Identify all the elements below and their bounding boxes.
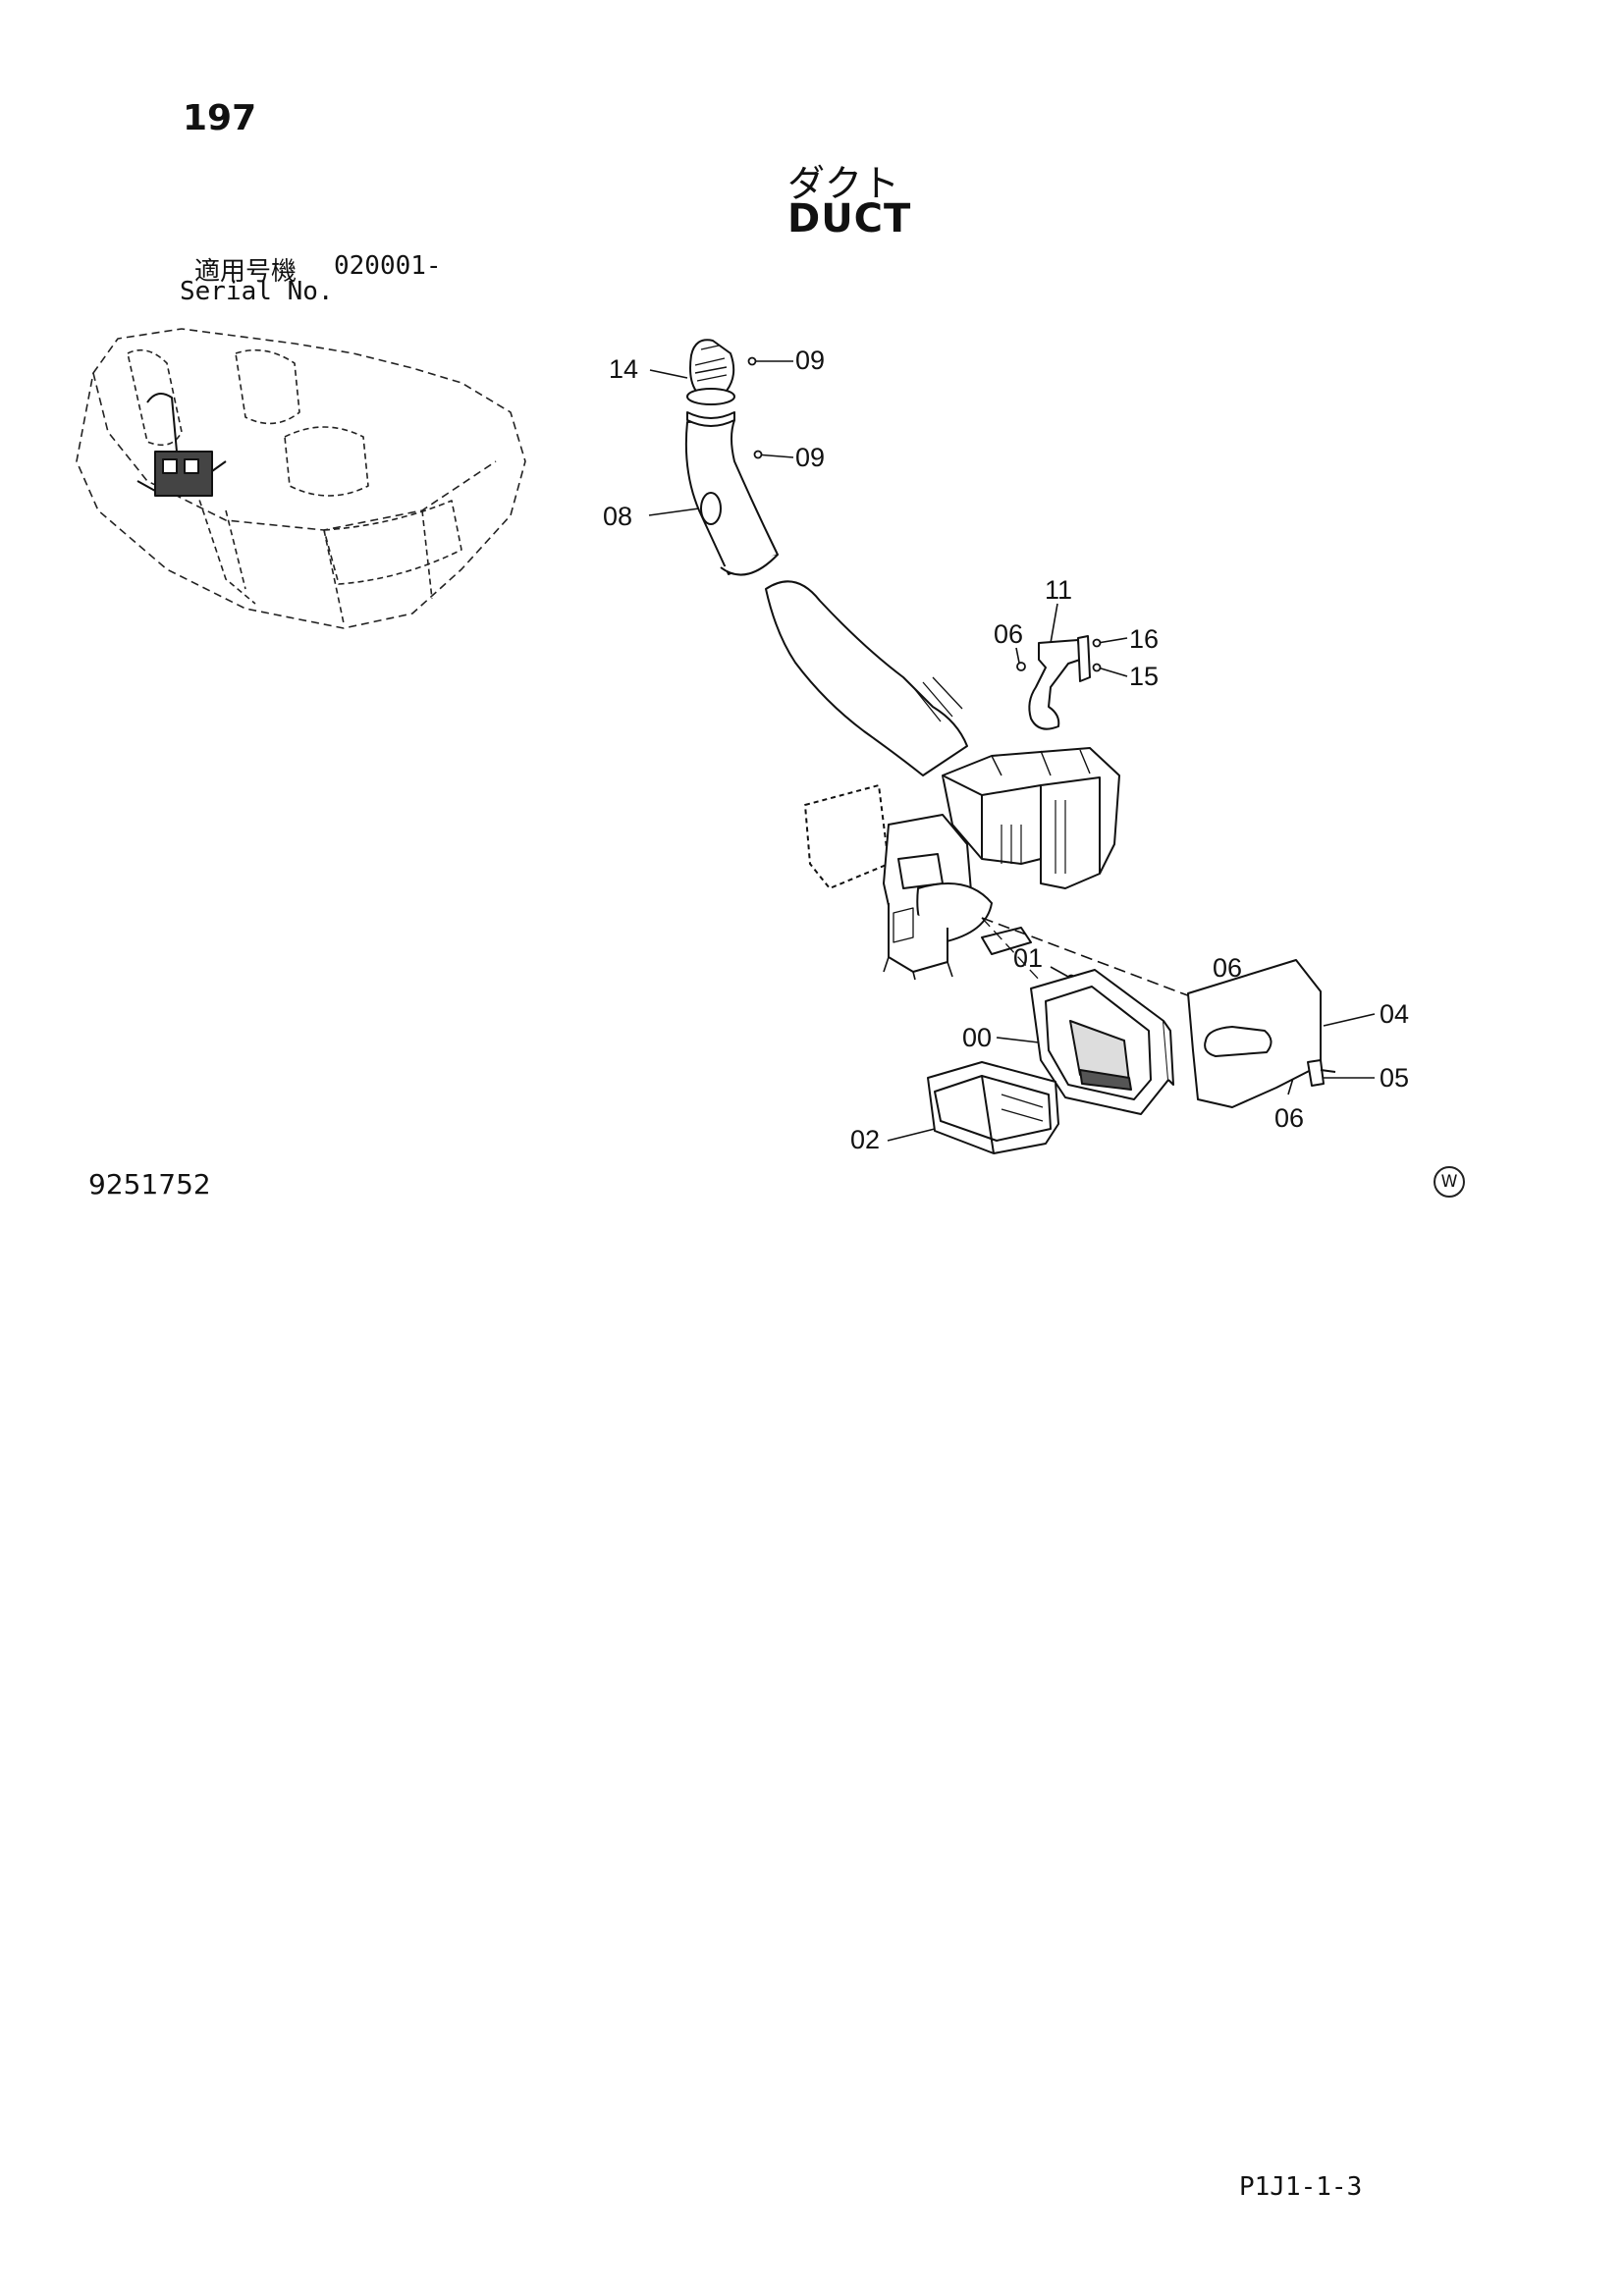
callout-labels: 14 09 09 08 11 06 16 15 01 06 04 00 05 0… — [603, 346, 1409, 1154]
page-code: P1J1-1-3 — [1239, 2172, 1363, 2202]
leader-lines — [648, 360, 1376, 1142]
callout-08: 08 — [603, 502, 632, 531]
callout-04: 04 — [1380, 999, 1409, 1029]
drawing-number: 9251752 — [88, 1168, 211, 1201]
serial-number-value: 020001- — [334, 251, 442, 281]
page-number: 197 — [183, 98, 257, 138]
watermark-circle-w-icon: W — [1434, 1166, 1465, 1198]
title-english: DUCT — [787, 196, 912, 241]
duct-assembly — [684, 339, 1336, 1154]
callout-14: 14 — [609, 354, 638, 384]
callout-06-upper: 06 — [994, 619, 1023, 649]
callout-05: 05 — [1380, 1063, 1409, 1093]
callout-09-upper: 09 — [795, 346, 825, 375]
callout-16: 16 — [1129, 624, 1159, 654]
callout-00: 00 — [962, 1023, 992, 1052]
callout-02: 02 — [850, 1125, 880, 1154]
title-japanese: ダクト — [787, 162, 900, 205]
callout-06-lower: 06 — [1274, 1103, 1304, 1133]
callout-15: 15 — [1129, 662, 1159, 691]
callout-09-lower: 09 — [795, 443, 825, 472]
serial-label-japanese: 適用号機 — [194, 257, 298, 287]
callout-06-middle: 06 — [1213, 953, 1242, 983]
callout-11: 11 — [1045, 575, 1072, 605]
serial-label-english: Serial No. — [180, 277, 334, 306]
callout-01: 01 — [1013, 943, 1043, 973]
machine-overview-sketch — [76, 328, 526, 629]
